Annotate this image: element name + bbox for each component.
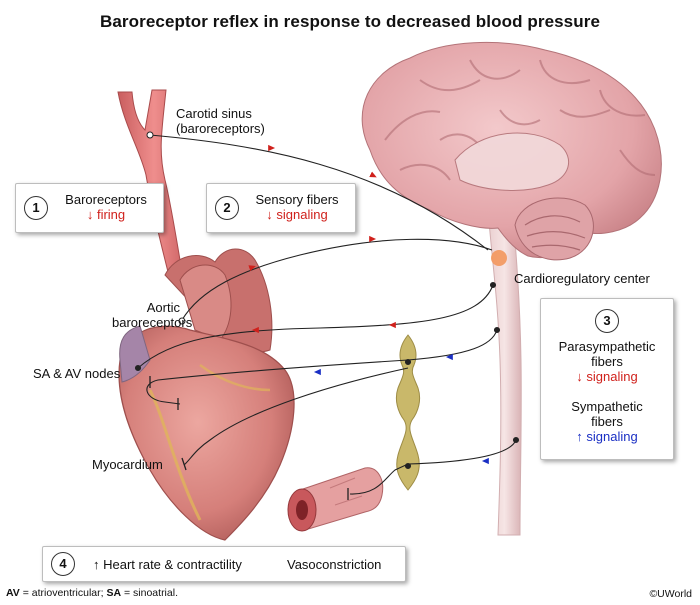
sympathetic-title: Sympathetic <box>571 399 643 414</box>
carotid-sinus-label-line1: Carotid sinus <box>176 106 252 121</box>
copyright-credit: ©UWorld <box>649 588 692 600</box>
aortic-label-line1: Aortic <box>146 300 180 315</box>
av-abbr: AV <box>6 587 20 599</box>
sympathetic-change: ↑ signaling <box>576 429 638 444</box>
step-1-box: 1 Baroreceptors ↓ firing <box>15 183 164 233</box>
step-4-box: 4 ↑ Heart rate & contractility Vasoconst… <box>42 546 406 582</box>
aortic-baroreceptors-label: Aortic baroreceptors <box>112 300 193 330</box>
av-definition: = atrioventricular; <box>19 587 107 599</box>
sa-av-nodes-label: SA & AV nodes <box>33 366 121 381</box>
diagram-title: Baroreceptor reflex in response to decre… <box>99 12 600 31</box>
sensory-fibers <box>149 134 493 321</box>
step-1-change: ↓ firing <box>86 207 126 222</box>
blood-vessel <box>287 467 384 532</box>
step-2-title: Sensory fibers <box>255 192 339 207</box>
step-2-text: Sensory fibers ↓ signaling <box>245 192 349 222</box>
abbreviations-footnote: AV = atrioventricular; SA = sinoatrial. <box>6 587 178 599</box>
heart <box>118 248 295 541</box>
brain <box>361 41 662 261</box>
parasympathetic-title: Parasympathetic <box>558 339 656 354</box>
receptor-endings <box>146 131 349 500</box>
sa-abbr: SA <box>106 587 122 599</box>
cardioregulatory-center-label: Cardioregulatory center <box>514 271 650 286</box>
myocardium-label: Myocardium <box>92 457 163 472</box>
sympathetic-fibers-word: fibers <box>591 414 623 429</box>
carotid-sinus-label-line2: (baroreceptors) <box>176 121 265 136</box>
sa-definition: = sinoatrial. <box>121 587 178 599</box>
carotid-artery <box>117 89 192 273</box>
step-4-effect-vessel: Vasoconstriction <box>287 557 382 572</box>
step-4-effect-heart: ↑ Heart rate & contractility <box>93 557 242 572</box>
spinal-cord <box>487 204 522 536</box>
sympathetic-fibers <box>146 326 520 495</box>
aortic-label-line2: baroreceptors <box>112 315 193 330</box>
cardioregulatory-center-marker <box>491 250 507 266</box>
step-2-change: ↓ signaling <box>266 207 328 222</box>
parasympathetic-change: ↓ signaling <box>576 369 638 384</box>
sympathetic-ganglion-chain <box>395 334 421 491</box>
step-2-number: 2 <box>215 196 239 220</box>
parasympathetic-fibers <box>134 281 497 372</box>
sympathetic-text: Sympathetic fibers ↑ signaling <box>541 399 673 444</box>
step-3-box: 3 Parasympathetic fibers ↓ signaling Sym… <box>540 298 674 460</box>
carotid-sinus-label: Carotid sinus (baroreceptors) <box>176 106 265 136</box>
step-3-number: 3 <box>595 309 619 333</box>
step-1-number: 1 <box>24 196 48 220</box>
parasympathetic-fibers-word: fibers <box>591 354 623 369</box>
step-1-title: Baroreceptors <box>65 192 147 207</box>
step-4-number: 4 <box>51 552 75 576</box>
step-2-box: 2 Sensory fibers ↓ signaling <box>206 183 356 233</box>
step-1-text: Baroreceptors ↓ firing <box>56 192 156 222</box>
parasympathetic-text: Parasympathetic fibers ↓ signaling <box>541 339 673 384</box>
